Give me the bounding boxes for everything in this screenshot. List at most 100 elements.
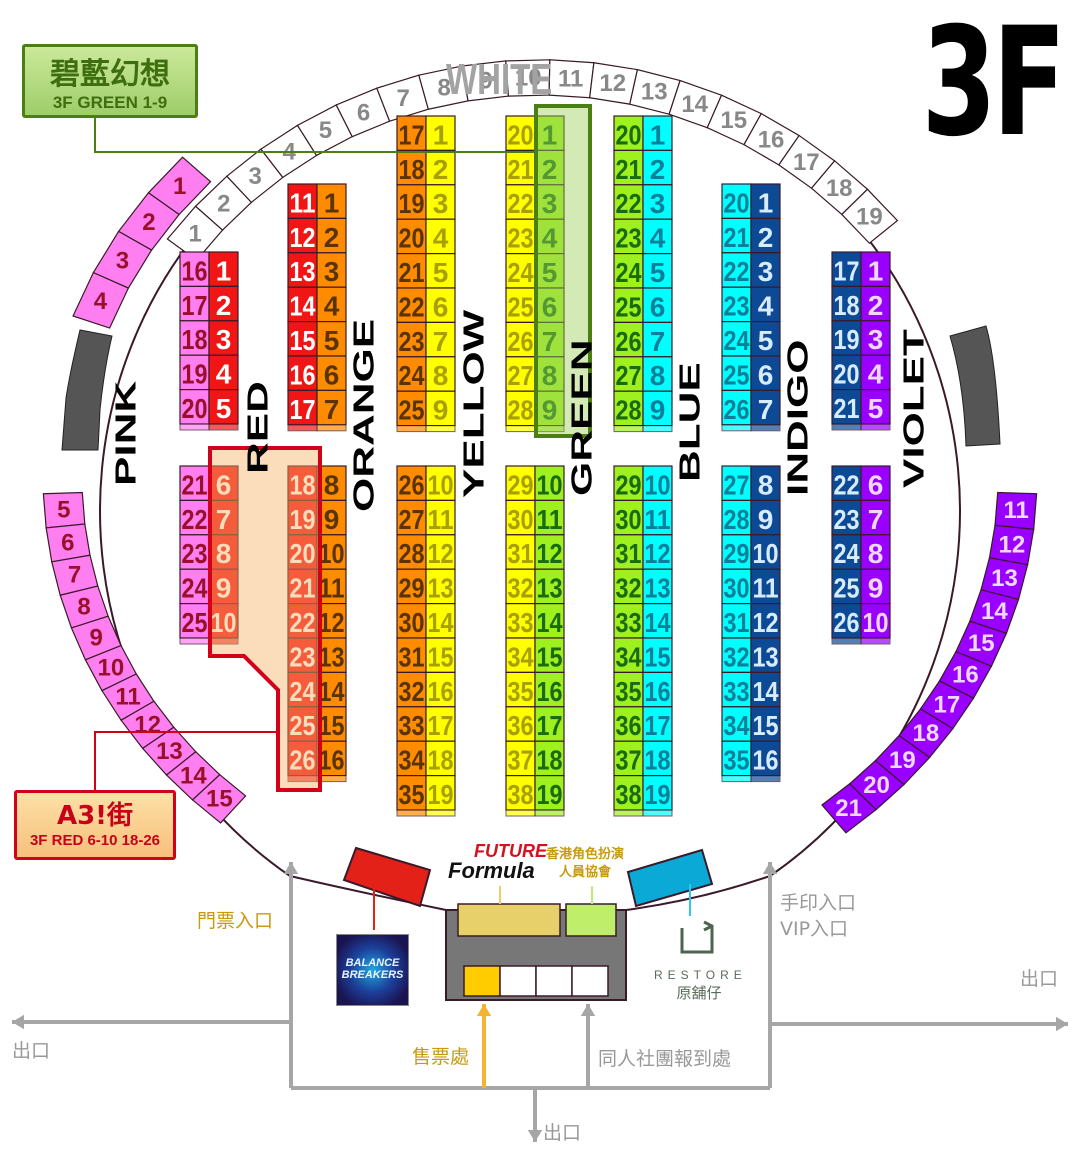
booth-blue-31[interactable]	[721, 602, 752, 639]
booth-orange-3[interactable]	[316, 252, 347, 288]
booth-green-25[interactable]	[613, 287, 644, 324]
booth-pink-23[interactable]	[179, 534, 210, 570]
booth-green-14[interactable]	[534, 602, 565, 639]
booth-yellow-4[interactable]	[425, 218, 456, 255]
booth-blue-20[interactable]	[721, 183, 752, 220]
booth-yellow-20[interactable]	[505, 115, 536, 152]
booth-red-4[interactable]	[208, 354, 239, 391]
booth-green-35[interactable]	[613, 671, 644, 708]
red-entrance-booth[interactable]	[342, 846, 432, 908]
booth-red-25[interactable]	[287, 706, 318, 742]
booth-indigo-6[interactable]	[750, 355, 781, 392]
booth-indigo-17[interactable]	[831, 251, 862, 288]
booth-yellow-17[interactable]	[425, 706, 456, 742]
booth-orange-22[interactable]	[396, 287, 427, 324]
logo-hk-cosplay-association[interactable]: 香港角色扮演 人員協會	[546, 846, 624, 881]
booth-violet-10[interactable]	[860, 602, 891, 639]
booth-orange-33[interactable]	[396, 706, 427, 742]
booth-yellow-1[interactable]	[425, 115, 456, 152]
booth-blue-7[interactable]	[642, 321, 673, 358]
booth-red-21[interactable]	[287, 568, 318, 605]
booth-indigo-3[interactable]	[750, 252, 781, 288]
booth-violet-9[interactable]	[860, 568, 891, 605]
booth-indigo-15[interactable]	[750, 706, 781, 742]
booth-yellow-14[interactable]	[425, 602, 456, 639]
future-formula-booth[interactable]	[457, 903, 561, 937]
booth-blue-3[interactable]	[642, 184, 673, 220]
booth-green-8[interactable]	[534, 356, 565, 392]
checkin-counter[interactable]	[499, 965, 537, 997]
booth-blue-6[interactable]	[642, 287, 673, 324]
booth-orange-27[interactable]	[396, 499, 427, 536]
booth-indigo-8[interactable]	[750, 465, 781, 502]
pink-ring-upper-booth[interactable]	[72, 271, 130, 329]
booth-orange-18[interactable]	[396, 149, 427, 186]
booth-yellow-3[interactable]	[425, 184, 456, 220]
booth-green-17[interactable]	[534, 706, 565, 742]
checkin-counter[interactable]	[571, 965, 609, 997]
booth-yellow-35[interactable]	[505, 671, 536, 708]
highlight-a3-red-6-10-18-26[interactable]	[208, 446, 322, 792]
booth-red-16[interactable]	[287, 355, 318, 392]
booth-yellow-32[interactable]	[505, 568, 536, 605]
booth-green-11[interactable]	[534, 499, 565, 536]
booth-yellow-18[interactable]	[425, 740, 456, 777]
booth-yellow-10[interactable]	[425, 465, 456, 502]
booth-violet-3[interactable]	[860, 320, 891, 356]
booth-green-9[interactable]	[534, 390, 565, 427]
booth-blue-15[interactable]	[642, 637, 673, 674]
booth-pink-22[interactable]	[179, 499, 210, 536]
booth-red-24[interactable]	[287, 671, 318, 708]
booth-red-1[interactable]	[208, 251, 239, 288]
booth-red-3[interactable]	[208, 320, 239, 356]
booth-green-5[interactable]	[534, 253, 565, 289]
booth-indigo-5[interactable]	[750, 321, 781, 357]
booth-red-8[interactable]	[208, 534, 239, 570]
booth-violet-1[interactable]	[860, 251, 891, 288]
booth-blue-32[interactable]	[721, 637, 752, 674]
booth-indigo-16[interactable]	[750, 740, 781, 777]
booth-green-24[interactable]	[613, 253, 644, 289]
booth-yellow-6[interactable]	[425, 287, 456, 324]
booth-green-18[interactable]	[534, 740, 565, 777]
booth-pink-19[interactable]	[179, 354, 210, 391]
booth-blue-9[interactable]	[642, 390, 673, 427]
booth-red-19[interactable]	[287, 499, 318, 536]
booth-blue-2[interactable]	[642, 149, 673, 186]
booth-indigo-26[interactable]	[831, 602, 862, 639]
booth-blue-11[interactable]	[642, 499, 673, 536]
booth-blue-14[interactable]	[642, 602, 673, 639]
logo-restore[interactable]: RESTORE 原舖仔	[654, 968, 744, 1003]
booth-yellow-8[interactable]	[425, 356, 456, 392]
booth-indigo-25[interactable]	[831, 568, 862, 605]
pink-ring-lower-booth[interactable]	[191, 773, 247, 824]
booth-orange-28[interactable]	[396, 534, 427, 570]
booth-yellow-27[interactable]	[505, 356, 536, 392]
booth-blue-12[interactable]	[642, 534, 673, 570]
booth-violet-5[interactable]	[860, 389, 891, 425]
booth-blue-27[interactable]	[721, 465, 752, 502]
booth-indigo-1[interactable]	[750, 183, 781, 220]
booth-yellow-30[interactable]	[505, 499, 536, 536]
booth-green-12[interactable]	[534, 534, 565, 570]
booth-red-14[interactable]	[287, 286, 318, 323]
blue-entrance-booth[interactable]	[626, 848, 714, 908]
booth-blue-10[interactable]	[642, 465, 673, 502]
booth-blue-34[interactable]	[721, 706, 752, 742]
booth-pink-20[interactable]	[179, 389, 210, 425]
booth-red-5[interactable]	[208, 389, 239, 425]
booth-blue-13[interactable]	[642, 568, 673, 605]
booth-green-30[interactable]	[613, 499, 644, 536]
booth-blue-21[interactable]	[721, 217, 752, 254]
logo-balance-breakers[interactable]: BALANCE BREAKERS	[336, 934, 409, 1006]
booth-indigo-20[interactable]	[831, 354, 862, 391]
booth-yellow-5[interactable]	[425, 253, 456, 289]
booth-yellow-25[interactable]	[505, 287, 536, 324]
highlight-granblue-green-1-9[interactable]	[534, 104, 592, 438]
logo-future-formula[interactable]: FUTURE Formula	[448, 842, 547, 882]
booth-orange-1[interactable]	[316, 183, 347, 220]
booth-violet-7[interactable]	[860, 499, 891, 536]
white-ring-booth[interactable]	[840, 188, 899, 245]
booth-indigo-22[interactable]	[831, 465, 862, 502]
booth-indigo-24[interactable]	[831, 534, 862, 570]
